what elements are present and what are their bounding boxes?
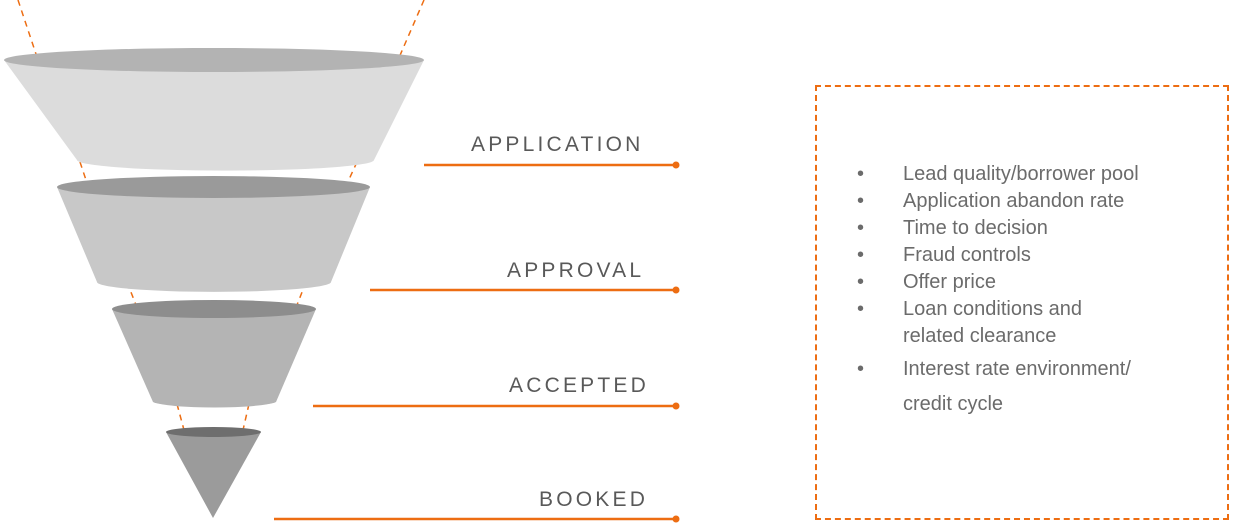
- funnel-tier-approval: [57, 176, 370, 292]
- stage-label-application: APPLICATION: [471, 133, 644, 157]
- factor-item: • Time to decision: [857, 215, 1139, 242]
- bullet-icon: •: [857, 269, 864, 296]
- factor-text: Application abandon rate: [903, 190, 1124, 212]
- bullet-icon: •: [857, 356, 864, 383]
- factor-text: Offer price: [903, 271, 996, 293]
- factor-item: • Interest rate environment/ credit cycl…: [857, 356, 1139, 418]
- factor-text-line-1: Loan conditions and: [903, 298, 1082, 320]
- factors-list: • Lead quality/borrower pool • Applicati…: [857, 161, 1139, 418]
- factor-text: Lead quality/borrower pool: [903, 163, 1139, 185]
- bullet-icon: •: [857, 161, 864, 188]
- factors-panel: • Lead quality/borrower pool • Applicati…: [815, 85, 1229, 520]
- factor-text: Time to decision: [903, 217, 1048, 239]
- leader-accepted: [313, 403, 680, 410]
- leader-booked: [274, 516, 680, 523]
- leader-application: [424, 162, 680, 169]
- factor-item: • Loan conditions and related clearance: [857, 296, 1139, 350]
- bullet-icon: •: [857, 215, 864, 242]
- bullet-icon: •: [857, 296, 864, 323]
- bullet-icon: •: [857, 188, 864, 215]
- factor-text: Fraud controls: [903, 244, 1031, 266]
- factor-item: • Fraud controls: [857, 242, 1139, 269]
- bullet-icon: •: [857, 242, 864, 269]
- stage-label-accepted: ACCEPTED: [509, 374, 649, 398]
- factor-item: • Lead quality/borrower pool: [857, 161, 1139, 188]
- stage-label-approval: APPROVAL: [507, 259, 644, 283]
- funnel-tier-accepted: [112, 300, 316, 407]
- factor-text-line-2: related clearance: [903, 325, 1056, 347]
- funnel-tier-application: [4, 48, 424, 171]
- funnel-tier-booked: [166, 427, 261, 518]
- factor-text-line-2: credit cycle: [903, 391, 1003, 418]
- factor-item: • Offer price: [857, 269, 1139, 296]
- factor-text-line-1: Interest rate environment/: [903, 358, 1131, 380]
- stage-label-booked: BOOKED: [539, 488, 648, 512]
- factor-item: • Application abandon rate: [857, 188, 1139, 215]
- leader-approval: [370, 287, 680, 294]
